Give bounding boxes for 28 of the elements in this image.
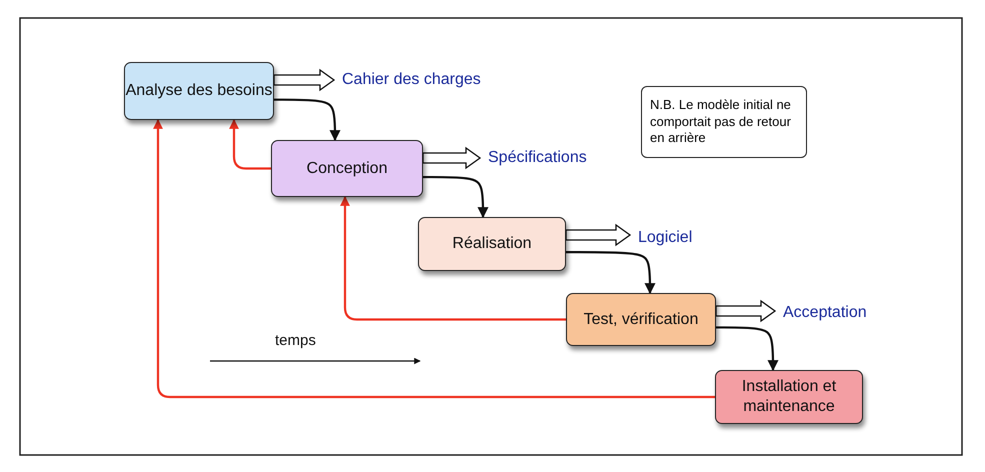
block-arrow bbox=[273, 68, 336, 92]
arrow bbox=[566, 251, 656, 294]
output-label: Spécifications bbox=[488, 149, 587, 167]
process-box bbox=[271, 140, 423, 197]
process-box bbox=[715, 370, 863, 424]
arrow bbox=[423, 176, 488, 218]
output-label: Cahier des charges bbox=[342, 71, 481, 89]
output-label: Logiciel bbox=[638, 229, 692, 247]
process-box bbox=[418, 217, 566, 271]
arrow bbox=[153, 119, 715, 398]
box-label: Réalisation bbox=[452, 234, 532, 254]
box-label: Installation et maintenance bbox=[740, 377, 838, 417]
box-label: Test, vérification bbox=[584, 310, 698, 330]
output-label: Acceptation bbox=[783, 304, 867, 322]
note-box bbox=[641, 86, 807, 158]
arrow bbox=[716, 326, 778, 372]
axis-label: temps bbox=[275, 332, 316, 349]
block-arrow bbox=[422, 146, 482, 170]
box-label: Conception bbox=[306, 158, 388, 178]
arrow bbox=[274, 98, 340, 142]
block-arrow bbox=[715, 300, 776, 322]
process-box bbox=[124, 62, 274, 120]
arrow bbox=[229, 119, 271, 170]
box-label: Analyse des besoins bbox=[126, 81, 272, 101]
process-box bbox=[566, 293, 716, 346]
box-label: N.B. Le modèle initial ne comportait pas de retour en arrière bbox=[650, 96, 792, 148]
arrow bbox=[340, 196, 566, 321]
block-arrow bbox=[565, 224, 632, 246]
